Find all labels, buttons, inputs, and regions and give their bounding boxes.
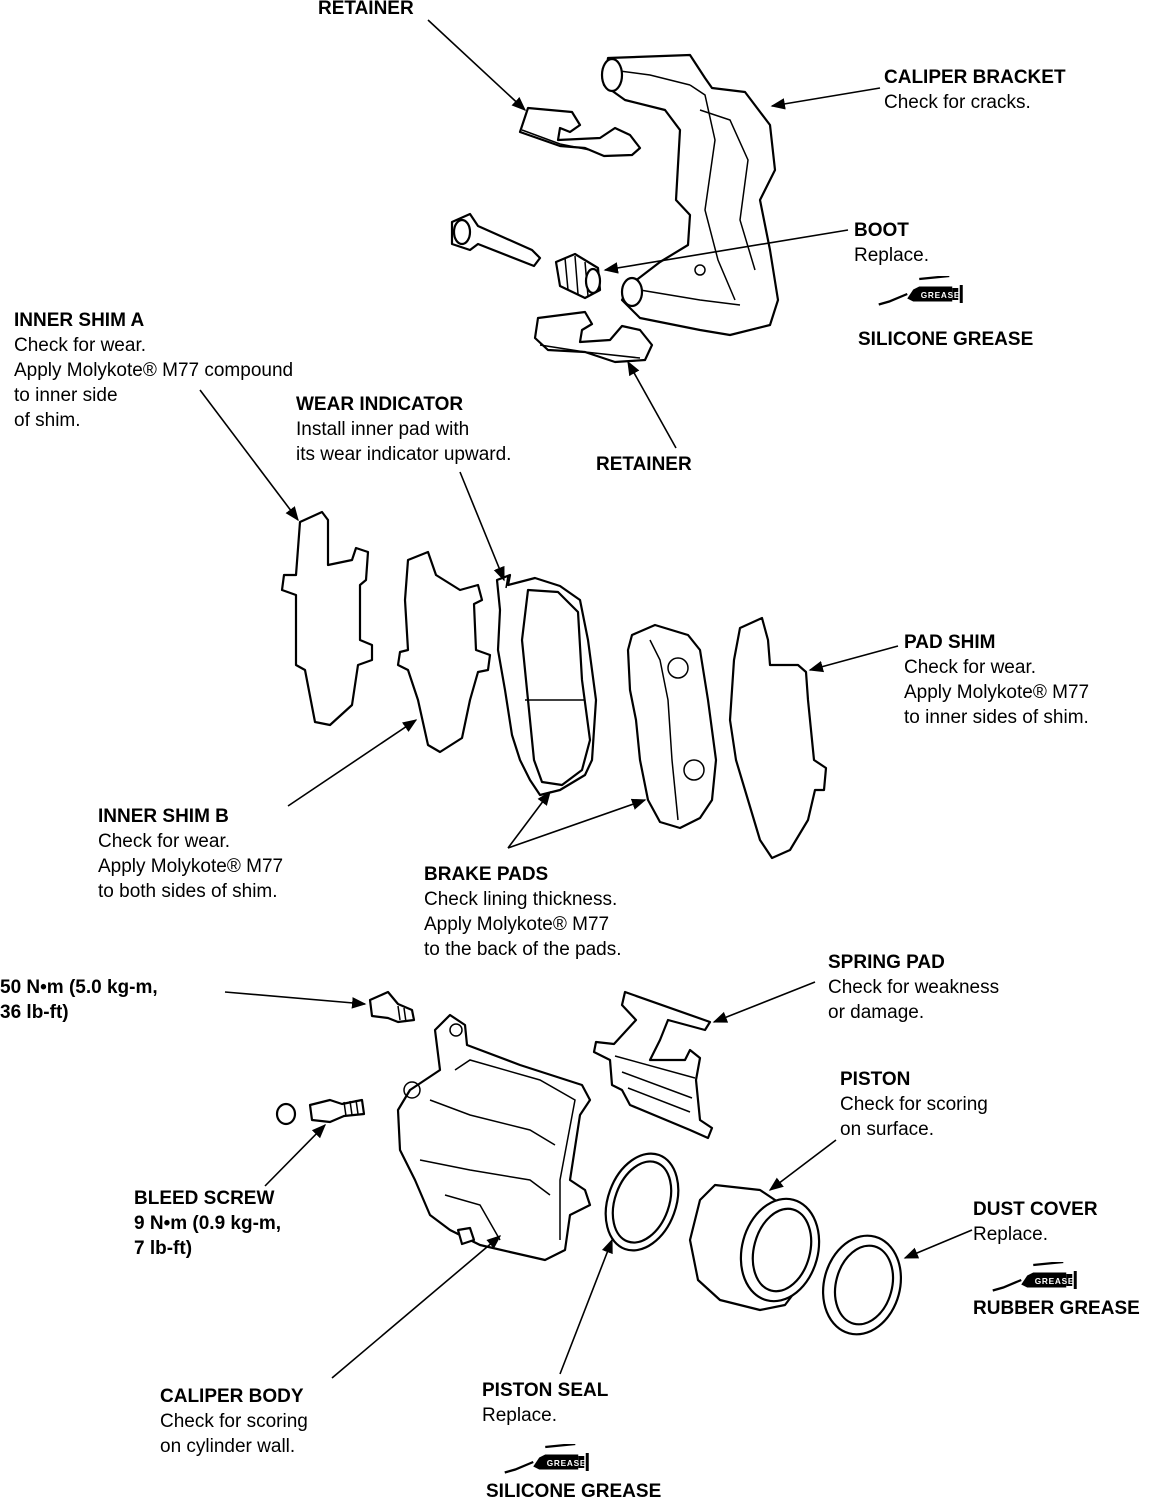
label-line: to inner sides of shim. xyxy=(904,707,1089,728)
label-title: PISTON SEAL xyxy=(482,1380,609,1401)
label-inner-shim-a: INNER SHIM A Check for wear. Apply Molyk… xyxy=(14,308,293,433)
leader-lines xyxy=(199,19,973,1379)
label-piston-seal-grease: SILICONE GREASE xyxy=(486,1479,661,1504)
grease-tag: GREASE xyxy=(1035,1277,1074,1286)
brake-pad-outer-part xyxy=(626,623,718,830)
grease-tube-icon: GREASE xyxy=(992,1262,1077,1292)
label-line: or damage. xyxy=(828,1002,925,1023)
label-retainer-bottom: RETAINER xyxy=(596,452,692,477)
label-dust-cover-grease: RUBBER GREASE xyxy=(973,1296,1140,1321)
label-line: its wear indicator upward. xyxy=(296,444,512,465)
inner-shim-a-part xyxy=(280,510,374,727)
label-spring-pad: SPRING PAD Check for weakness or damage. xyxy=(828,950,999,1025)
label-piston-seal: PISTON SEAL Replace. xyxy=(482,1378,608,1428)
label-title: SILICONE GREASE xyxy=(858,329,1034,350)
label-title: PISTON xyxy=(840,1069,911,1090)
label-boot: BOOT Replace. xyxy=(854,218,929,268)
label-line: of shim. xyxy=(14,410,81,431)
label-line: Check lining thickness. xyxy=(424,889,618,910)
label-title: CALIPER BRACKET xyxy=(884,67,1066,88)
label-line: Apply Molykote® M77 xyxy=(98,856,284,877)
label-inner-shim-b: INNER SHIM B Check for wear. Apply Molyk… xyxy=(98,804,283,904)
label-pad-shim: PAD SHIM Check for wear. Apply Molykote®… xyxy=(904,630,1089,730)
caliper-bolt-part xyxy=(368,990,416,1024)
retainer-top-part xyxy=(518,106,642,158)
label-caliper-body: CALIPER BODY Check for scoring on cylind… xyxy=(160,1384,308,1459)
inner-shim-b-part xyxy=(396,550,492,754)
label-title: CALIPER BODY xyxy=(160,1386,304,1407)
label-title: PAD SHIM xyxy=(904,632,996,653)
label-brake-pads: BRAKE PADS Check lining thickness. Apply… xyxy=(424,862,622,962)
label-line: 7 lb-ft) xyxy=(134,1238,193,1259)
label-title: BLEED SCREW xyxy=(134,1188,275,1209)
label-line: Install inner pad with xyxy=(296,419,470,440)
label-title: RETAINER xyxy=(318,0,414,19)
label-line: on cylinder wall. xyxy=(160,1436,296,1457)
label-line: Check for wear. xyxy=(904,657,1036,678)
label-torque-bolt: 50 N•m (5.0 kg-m, 36 lb-ft) xyxy=(0,975,158,1025)
grease-tube-icon: GREASE xyxy=(504,1444,589,1474)
retainer-bottom-part xyxy=(533,310,654,364)
label-title: INNER SHIM B xyxy=(98,806,229,827)
label-line: Check for scoring xyxy=(160,1411,308,1432)
label-retainer-top: RETAINER xyxy=(318,0,414,21)
guide-pin xyxy=(450,212,542,268)
label-title: 50 N•m (5.0 kg-m, xyxy=(0,977,158,998)
label-line: Check for cracks. xyxy=(884,92,1031,113)
label-line: Replace. xyxy=(854,245,929,266)
label-line: to both sides of shim. xyxy=(98,881,278,902)
grease-tag: GREASE xyxy=(547,1459,586,1468)
caliper-body-part xyxy=(396,1013,592,1262)
label-line: 9 N•m (0.9 kg-m, xyxy=(134,1213,282,1234)
label-title: DUST COVER xyxy=(973,1199,1098,1220)
bleed-screw-part xyxy=(275,1098,366,1126)
label-line: 36 lb-ft) xyxy=(0,1002,69,1023)
spring-pad-part xyxy=(592,990,714,1140)
label-title: SILICONE GREASE xyxy=(486,1481,662,1502)
label-line: Apply Molykote® M77 xyxy=(904,682,1090,703)
label-line: Check for scoring xyxy=(840,1094,988,1115)
label-title: WEAR INDICATOR xyxy=(296,394,464,415)
label-title: RUBBER GREASE xyxy=(973,1298,1140,1319)
label-piston: PISTON Check for scoring on surface. xyxy=(840,1067,988,1142)
pad-shim-part xyxy=(728,616,828,860)
label-line: Check for wear. xyxy=(98,831,230,852)
label-title: BOOT xyxy=(854,220,909,241)
label-boot-grease: SILICONE GREASE xyxy=(858,327,1033,352)
piston-part xyxy=(688,1183,821,1312)
label-line: Check for wear. xyxy=(14,335,146,356)
label-caliper-bracket: CALIPER BRACKET Check for cracks. xyxy=(884,65,1066,115)
label-title: SPRING PAD xyxy=(828,952,945,973)
label-title: BRAKE PADS xyxy=(424,864,549,885)
grease-tag: GREASE xyxy=(921,291,960,300)
label-title: RETAINER xyxy=(596,454,692,475)
label-line: Replace. xyxy=(482,1405,557,1426)
label-line: Apply Molykote® M77 compound xyxy=(14,360,294,381)
piston-seal-part xyxy=(604,1152,680,1252)
label-line: Replace. xyxy=(973,1224,1048,1245)
label-line: to the back of the pads. xyxy=(424,939,622,960)
label-line: to inner side xyxy=(14,385,118,406)
caliper-bracket xyxy=(600,53,780,337)
brake-pad-inner-part xyxy=(495,573,598,797)
label-title: INNER SHIM A xyxy=(14,310,145,331)
label-line: Check for weakness xyxy=(828,977,1000,998)
label-bleed-screw: BLEED SCREW 9 N•m (0.9 kg-m, 7 lb-ft) xyxy=(134,1186,281,1261)
label-line: on surface. xyxy=(840,1119,934,1140)
label-wear-indicator: WEAR INDICATOR Install inner pad with it… xyxy=(296,392,511,467)
boot-part xyxy=(554,252,602,300)
dust-cover-part xyxy=(821,1234,903,1336)
label-line: Apply Molykote® M77 xyxy=(424,914,610,935)
grease-tube-icon: GREASE xyxy=(878,276,963,306)
label-dust-cover: DUST COVER Replace. xyxy=(973,1197,1098,1247)
